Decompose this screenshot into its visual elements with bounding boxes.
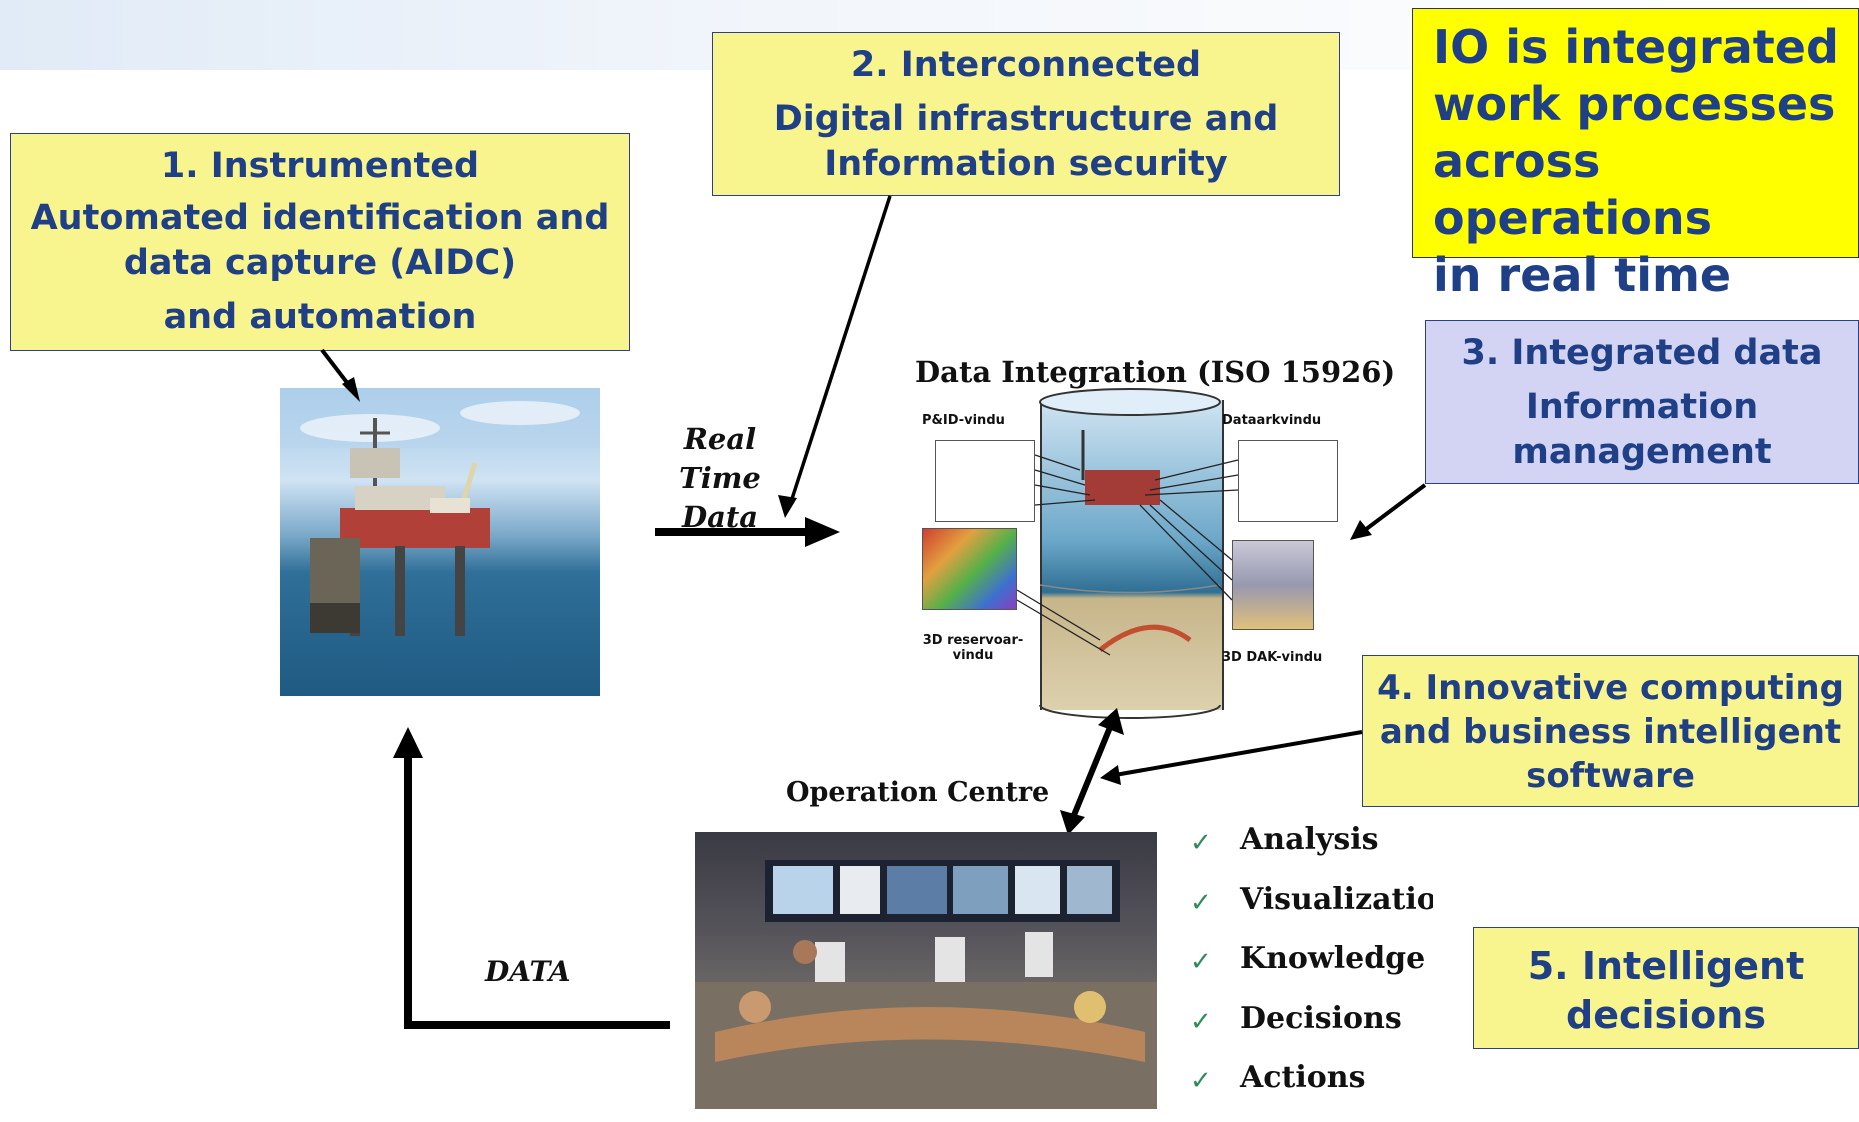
window-connector-lines [1016,454,1239,656]
check-icon: ✓ [1190,947,1212,977]
operation-centre-photo [695,832,1157,1109]
dak-window-label: 3D DAK-vindu [1222,650,1323,665]
checklist-item-label: Actions [1240,1060,1366,1095]
checklist-item-label: Knowledge [1240,941,1426,976]
checklist-clip: ✓ Analysis ✓ Visualization ✓ Knowledge ✓ Dec… [1190,822,1433,1122]
pid-window [935,440,1035,522]
instrumented-line-1: Automated identification and [30,197,610,238]
decisions-line-1: 5. Intelligent [1527,944,1805,988]
arrow-box2-head [778,495,797,518]
instrumented-line-2: data capture (AIDC) [123,243,517,283]
double-arrow-shaft [1069,718,1116,822]
cylinder-seam [1039,584,1221,594]
reservoir-window-label: 3D reservoar-vindu [922,633,1024,663]
check-icon: ✓ [1190,887,1212,918]
io-line-2: work processes [1433,77,1836,132]
innovative-line-3: software [1526,756,1695,797]
data-return-line [404,745,670,1029]
realtime-line-2: Data [681,500,759,535]
realtime-data-label: Real Time Data [640,420,800,537]
cylinder-top [1039,388,1221,416]
data-return-label: DATA [485,955,571,988]
ops-illustration [695,860,1157,1109]
cylinder-rig [1085,470,1160,505]
check-icon: ✓ [1190,1006,1212,1037]
io-line-1: IO is integrated [1433,20,1839,74]
checklist-item-label: Decisions [1240,1000,1402,1036]
checklist-item-label: Analysis [1240,822,1379,857]
cylinder-bottom [1039,704,1221,719]
interconnected-line-1: Digital infrastructure and [773,98,1279,139]
dak-3d-window [1232,540,1314,630]
operation-centre-title: Operation Centre [786,777,1050,808]
decisions-line-2: decisions [1566,993,1766,1038]
integrated-data-line-2: management [1512,432,1772,472]
innovative-line-1: 4. Innovative computing [1377,668,1844,708]
instrumented-line-3: and automation [163,296,477,337]
datasheet-window [1238,440,1338,522]
data-integration-title: Data Integration (ISO 15926) [915,355,1396,389]
data-integration-cylinder [1040,400,1224,710]
rig-illustration [280,388,600,636]
innovative-line-2: and business intelligent [1379,712,1842,753]
arrow-box4-head [1100,765,1121,785]
data-return-head [393,727,423,758]
io-line-4: in real time [1433,248,1732,303]
arrow-box3-head [1350,520,1372,540]
arrow-box4-to-link [1114,730,1363,777]
interconnected-title: 2. Interconnected [850,45,1202,85]
integrated-data-box: 3. Integrated data Information managemen… [1425,320,1859,484]
double-arrow-bottom-head [1060,810,1085,835]
intelligent-decisions-box: 5. Intelligent decisions [1473,927,1859,1049]
check-icon: ✓ [1190,828,1212,858]
cylinder-reservoir [1098,624,1192,652]
instrumented-box: 1. Instrumented Automated identification… [10,133,630,351]
reservoir-3d-window [922,528,1017,610]
interconnected-box: 2. Interconnected Digital infrastructure… [712,32,1340,196]
integrated-data-line-1: Information [1525,386,1759,427]
pid-window-label: P&ID-vindu [922,413,1005,428]
arrow-box3-to-cylinder [1363,483,1427,532]
double-arrow-top-head [1098,708,1124,735]
interconnected-line-2: Information security [824,144,1228,184]
integrated-data-title: 3. Integrated data [1461,333,1823,373]
datasheet-window-label: Dataarkvindu [1222,413,1322,428]
arrow-box1-head [342,377,360,402]
checklist-item-label: Visualization [1240,881,1433,917]
io-line-3: across operations [1433,134,1712,246]
realtime-line-1: Real Time [679,422,761,496]
check-icon: ✓ [1190,1066,1212,1096]
offshore-rig-photo [280,388,600,696]
instrumented-title: 1. Instrumented [160,146,480,186]
innovative-computing-box: 4. Innovative computing and business int… [1362,655,1859,807]
realtime-arrow-head [805,517,840,547]
arrow-box2-to-realtime [788,195,892,506]
io-definition-box: IO is integrated work processes across o… [1412,8,1859,302]
